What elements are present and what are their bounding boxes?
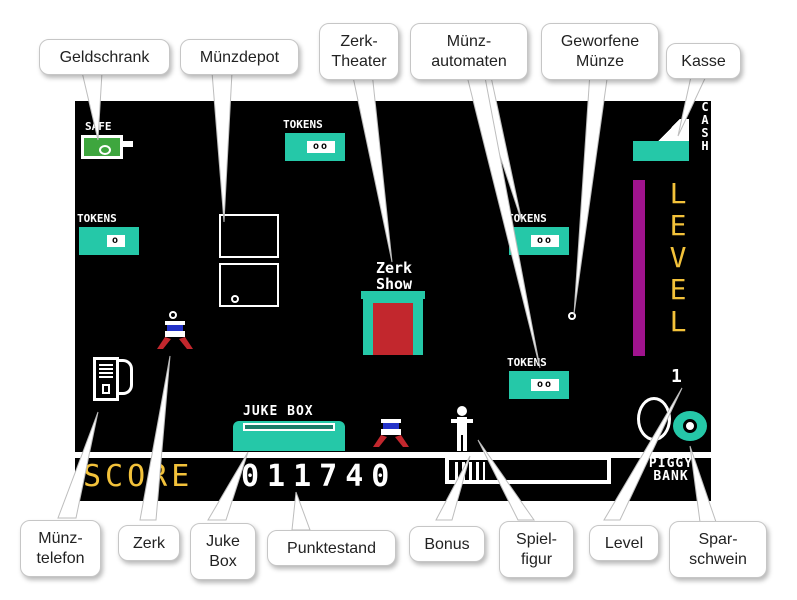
- token-machine-body: oo: [285, 133, 345, 161]
- token-machine-label: TOKENS: [507, 356, 547, 369]
- callout-juke-box: Juke Box: [190, 523, 256, 580]
- token-slot: oo: [531, 235, 559, 247]
- level-letter: L: [669, 177, 687, 210]
- safe-handle: [123, 141, 133, 147]
- token-slot: o: [107, 235, 125, 247]
- token-slot: oo: [307, 141, 335, 153]
- zerk-sprite-lower: [371, 417, 411, 453]
- piggy-ring-icon: [637, 397, 671, 441]
- token-machine-right: TOKENS oo: [507, 213, 569, 259]
- theater-title-line1: Zerk: [375, 259, 413, 277]
- hud-divider: [75, 452, 711, 458]
- cash-stairs: [649, 119, 689, 141]
- callout-geworfene-muenze: Geworfene Münze: [541, 23, 659, 80]
- callout-muenzautomaten: Münz- automaten: [410, 23, 528, 80]
- token-machine-label: TOKENS: [283, 118, 323, 131]
- zerk-body-icon: [157, 321, 193, 349]
- callout-punktestand: Punktestand: [267, 530, 396, 566]
- token-machine-label: TOKENS: [77, 212, 117, 225]
- jukebox-label: JUKE BOX: [243, 404, 314, 419]
- game-screen: SAFE TOKENS oo TOKENS o TOKENS oo: [75, 101, 711, 501]
- token-machine-body: o: [79, 227, 139, 255]
- cash-label: CASH: [701, 101, 709, 153]
- piggy-caption-line2: BANK: [653, 469, 689, 484]
- bonus-meter: [445, 456, 611, 484]
- piggy-pupil-icon: [683, 419, 697, 433]
- zerk-sprite: [155, 311, 195, 355]
- level-letter: E: [669, 209, 687, 242]
- coin-depot-upper: [219, 214, 279, 258]
- thrown-coin-icon: [568, 312, 576, 320]
- token-machine-top: TOKENS oo: [283, 119, 345, 165]
- callout-kasse: Kasse: [666, 43, 741, 79]
- theater-title-line2: Show: [375, 275, 413, 293]
- safe: SAFE: [81, 121, 137, 165]
- level-letter: V: [669, 241, 687, 274]
- callout-geldschrank: Geldschrank: [39, 39, 170, 75]
- callout-zerk-theater: Zerk- Theater: [319, 23, 399, 80]
- phone-cord-icon: [119, 359, 133, 395]
- theater-stage: [373, 303, 413, 355]
- piggy-bank-caption: PIGGY BANK: [631, 457, 711, 483]
- cash-body: [633, 141, 689, 161]
- level-letter: E: [669, 273, 687, 306]
- coin-slot-icon: [102, 384, 110, 394]
- level-bar: [633, 180, 645, 356]
- safe-dial-icon: [99, 145, 111, 155]
- callout-zerk: Zerk: [118, 525, 180, 561]
- bonus-fill: [455, 462, 485, 480]
- zerk-body-icon: [373, 419, 409, 447]
- payphone: [89, 353, 139, 405]
- piggy-bank: [631, 393, 711, 453]
- jukebox-top: [243, 423, 335, 431]
- keypad-icon: [99, 364, 113, 378]
- callout-level: Level: [589, 525, 659, 561]
- level-number: 1: [671, 366, 682, 387]
- zerk-theater: Zerk Show: [361, 261, 427, 357]
- coin-depot-lower: [219, 263, 279, 307]
- token-machine-lower: TOKENS oo: [507, 357, 569, 403]
- token-slot: oo: [531, 379, 559, 391]
- callout-muenzdepot: Münzdepot: [180, 39, 299, 75]
- cash-register: CASH: [631, 101, 711, 163]
- score-label: SCORE: [83, 459, 194, 494]
- payphone-body: [93, 357, 119, 401]
- token-machine-label: TOKENS: [507, 212, 547, 225]
- player-figure: [449, 405, 475, 453]
- score-value: 011740: [241, 459, 398, 494]
- safe-body: [81, 135, 123, 159]
- token-machine-left: TOKENS o: [77, 213, 139, 259]
- token-machine-body: oo: [509, 227, 569, 255]
- token-machine-body: oo: [509, 371, 569, 399]
- callout-bonus: Bonus: [409, 526, 485, 562]
- jukebox: JUKE BOX: [233, 405, 345, 453]
- callout-spielfigur: Spiel- figur: [499, 521, 574, 578]
- coin-icon: [231, 295, 239, 303]
- callout-muenztelefon: Münz- telefon: [20, 520, 101, 577]
- zerk-head-icon: [169, 311, 177, 319]
- level-letter: L: [669, 305, 687, 338]
- player-figure-icon: [451, 406, 473, 451]
- safe-label: SAFE: [85, 120, 112, 133]
- callout-sparschwein: Spar- schwein: [669, 521, 767, 578]
